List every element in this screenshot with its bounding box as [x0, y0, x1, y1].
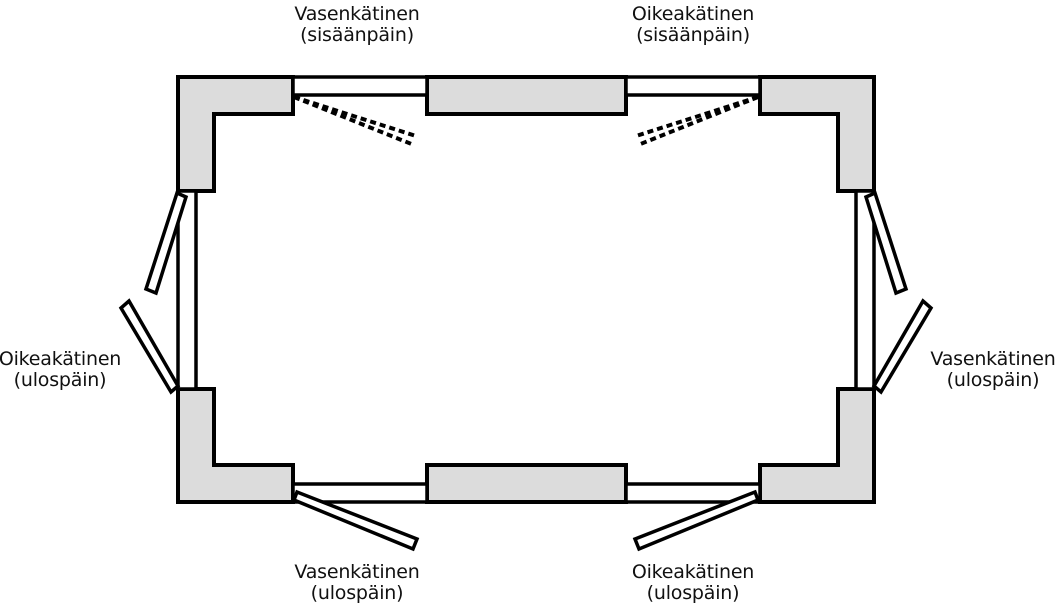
label-left: Oikeakätinen (ulospäin) [0, 349, 160, 391]
label-right-line2: (ulospäin) [946, 369, 1040, 391]
wall-top-middle [425, 75, 628, 116]
label-right-line1: Vasenkätinen [930, 348, 1056, 370]
label-bottom-left-line1: Vasenkätinen [294, 561, 420, 583]
label-bottom-right: Oikeakätinen (ulospäin) [593, 562, 793, 604]
label-top-right: Oikeakätinen (sisäänpäin) [593, 4, 793, 46]
sash-top-right-inward [635, 95, 759, 147]
sashes-inward [293, 95, 759, 147]
label-bottom-right-line2: (ulospäin) [646, 582, 740, 604]
sash-bottom-right-outward [632, 489, 761, 552]
label-left-line1: Oikeakätinen [0, 348, 122, 370]
label-top-left-line2: (sisäänpäin) [300, 24, 414, 46]
label-bottom-left: Vasenkätinen (ulospäin) [257, 562, 457, 604]
label-bottom-left-line2: (ulospäin) [310, 582, 404, 604]
sash-top-left-inward [293, 95, 417, 147]
label-bottom-right-line1: Oikeakätinen [631, 561, 755, 583]
window-frame-top-right [624, 75, 762, 97]
label-right: Vasenkätinen (ulospäin) [893, 349, 1064, 391]
wall-corner-bottom-right [758, 387, 876, 504]
sash-right-upper-outward [863, 190, 909, 296]
wall-bottom-middle [425, 463, 628, 504]
window-frame-top-left [291, 75, 429, 97]
wall-corner-top-left [176, 75, 295, 193]
label-top-left-line1: Vasenkätinen [294, 3, 420, 25]
window-frame-left [176, 189, 198, 391]
label-top-right-line2: (sisäänpäin) [636, 24, 750, 46]
label-top-left: Vasenkätinen (sisäänpäin) [257, 4, 457, 46]
window-frames [176, 75, 876, 504]
window-frame-right [854, 189, 876, 391]
label-left-line2: (ulospäin) [13, 369, 107, 391]
window-frame-bottom-left [291, 482, 429, 504]
window-frame-bottom-right [624, 482, 762, 504]
walls [176, 75, 876, 504]
label-top-right-line1: Oikeakätinen [631, 3, 755, 25]
wall-corner-top-right [758, 75, 876, 193]
sash-right-lower-outward [871, 298, 934, 395]
sash-left-lower-outward [118, 298, 181, 395]
wall-corner-bottom-left [176, 387, 295, 504]
sashes-outward [118, 190, 934, 552]
sash-left-upper-outward [143, 190, 189, 296]
sash-bottom-left-outward [291, 489, 420, 552]
